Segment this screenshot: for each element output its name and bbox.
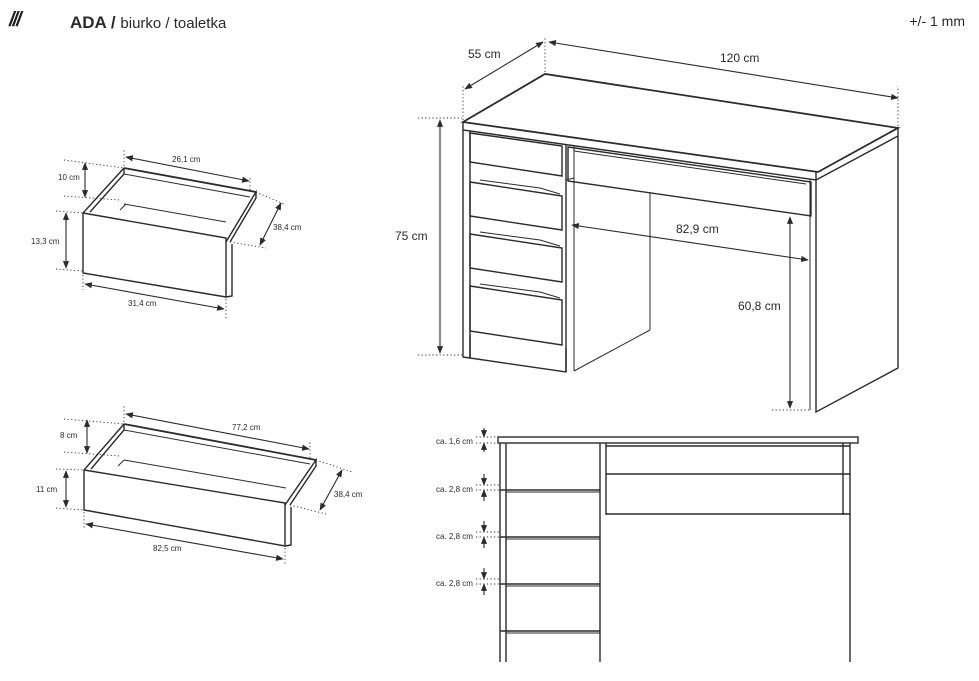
tolerance-label: +/- 1 mm <box>909 13 965 29</box>
large-drawer-diagram: 77,2 cm 8 cm 11 cm 38,4 cm 82,5 cm <box>36 406 363 566</box>
brand-mark: /// <box>9 9 22 31</box>
cabinet-drawer-3 <box>469 233 563 283</box>
large-drawer-front-height: 11 cm <box>36 485 58 494</box>
cabinet-drawer-4 <box>469 285 563 346</box>
cabinet-drawer-2 <box>469 181 563 231</box>
small-drawer-inner-width: 26,1 cm <box>172 155 201 164</box>
front-top-thickness: ca. 1,6 cm <box>436 437 473 446</box>
desk-width-label: 120 cm <box>720 51 759 65</box>
desk-height-label: 75 cm <box>395 229 428 243</box>
desk-inner-width-label: 82,9 cm <box>676 222 719 236</box>
small-drawer-front-width: 31,4 cm <box>128 299 157 308</box>
desk-clearance-label: 60,8 cm <box>738 299 781 313</box>
page-title: ADA / biurko / toaletka <box>70 13 226 33</box>
large-drawer-depth: 38,4 cm <box>334 490 363 499</box>
small-drawer-diagram: 26,1 cm 10 cm 13,3 cm 38,4 cm 31,4 cm <box>31 150 302 318</box>
desk-right-panel <box>815 136 899 414</box>
desk-depth-label: 55 cm <box>468 47 501 61</box>
product-name: ADA / <box>70 13 116 32</box>
desk-front-view: ca. 1,6 cm ca. 2,8 cm ca. 2,8 cm ca. 2,8… <box>436 428 859 662</box>
small-drawer-inner-height: 10 cm <box>58 173 80 182</box>
front-gap-1: ca. 2,8 cm <box>436 485 473 494</box>
small-drawer-depth: 38,4 cm <box>273 223 302 232</box>
product-type: biurko / toaletka <box>120 15 227 32</box>
front-gap-2: ca. 2,8 cm <box>436 532 473 541</box>
large-drawer-inner-width: 77,2 cm <box>232 423 261 432</box>
desk-left-cabinet <box>462 130 471 359</box>
front-gap-3: ca. 2,8 cm <box>436 579 473 588</box>
small-drawer-front-height: 13,3 cm <box>31 237 60 246</box>
large-drawer-inner-height: 8 cm <box>60 431 78 440</box>
large-drawer-front-width: 82,5 cm <box>153 544 182 553</box>
desk-top <box>460 73 901 173</box>
desk-top-drawer <box>567 146 812 217</box>
cabinet-drawer-1 <box>469 132 563 177</box>
header: /// ADA / biurko / toaletka +/- 1 mm <box>0 0 979 44</box>
desk-isometric: 55 cm 120 cm 75 cm 82,9 cm 60,8 cm <box>395 36 901 414</box>
